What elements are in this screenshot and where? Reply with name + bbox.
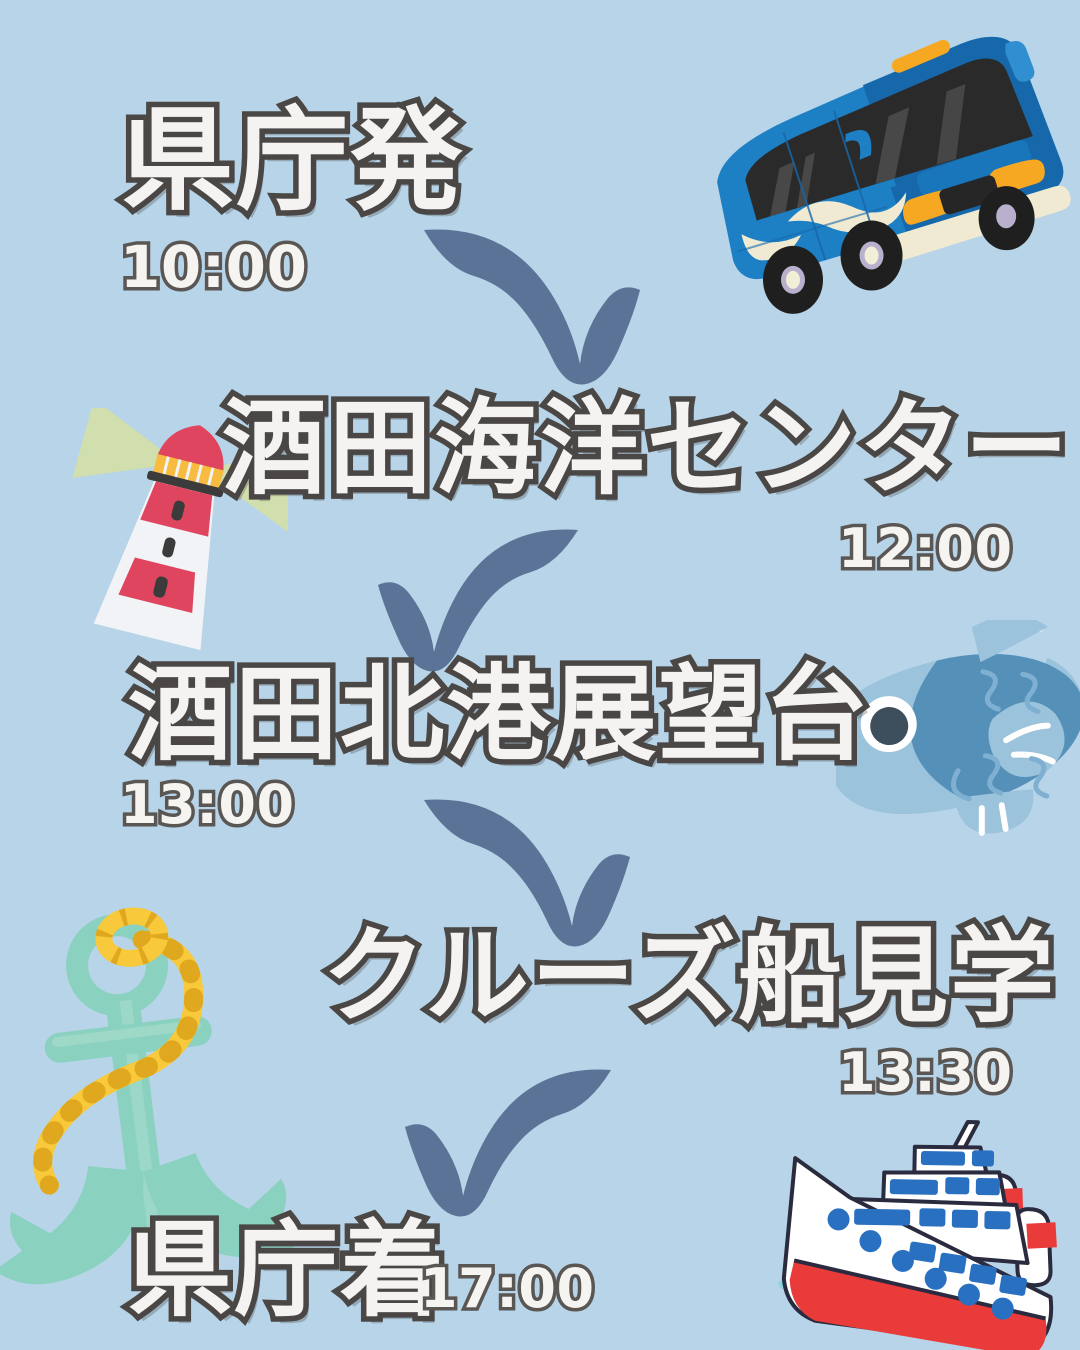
step-4-title: クルーズ船見学: [316, 915, 1059, 1037]
step-3-time: 13:00: [117, 773, 298, 836]
lighthouse-illustration: [58, 398, 306, 658]
step-1-title: 県庁発: [117, 96, 468, 226]
step-5-title: 県庁着: [122, 1209, 449, 1331]
step-3-title: 酒田北港展望台: [123, 653, 874, 775]
fish-illustration: [824, 615, 1080, 920]
arrow-1: [400, 200, 650, 385]
step-5-time: 17:00: [417, 1257, 598, 1320]
step-2-time: 12:00: [835, 517, 1016, 580]
tour-bus-illustration: [686, 12, 1080, 322]
step-1-time: 10:00: [117, 233, 311, 301]
step-4-time: 13:30: [835, 1041, 1016, 1104]
anchor-illustration: [0, 905, 312, 1335]
arrow-4: [398, 1042, 633, 1220]
arrow-2: [370, 502, 600, 672]
step-2-title: 酒田海洋センター: [217, 387, 1075, 509]
arrow-3: [402, 772, 637, 947]
cruise-ship-illustration: [745, 1105, 1080, 1350]
